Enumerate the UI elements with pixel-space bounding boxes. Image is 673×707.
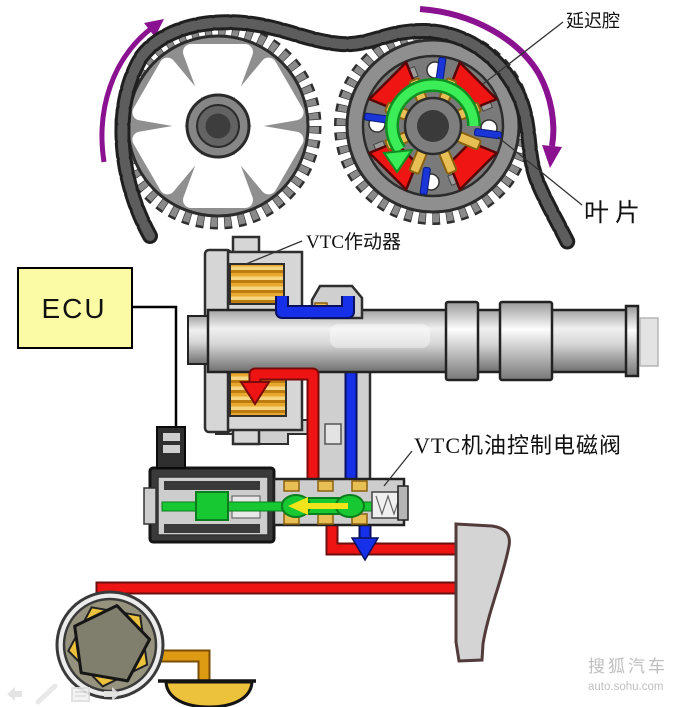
- crank-sprocket: [114, 22, 322, 230]
- cam-phaser-sprocket: [334, 27, 532, 225]
- sprocket-spoke-windows: [132, 44, 304, 208]
- cam-journal-bracket: [316, 360, 372, 486]
- vanes: [363, 56, 503, 196]
- oil-pump: [55, 590, 165, 700]
- pickup-pipe: [150, 651, 209, 682]
- cam-journal: [498, 300, 554, 382]
- menu-icon[interactable]: [71, 687, 90, 702]
- pen-tool-icon[interactable]: [35, 683, 58, 705]
- actuator-coil-top: [229, 263, 285, 305]
- delay-chamber-callout: 延迟腔: [482, 11, 620, 85]
- engine-block-gallery: [454, 522, 511, 663]
- advance-oil-passage: [277, 296, 353, 317]
- delay-oil-passage: [250, 369, 318, 484]
- vane-label: 叶片: [584, 199, 646, 227]
- pump-inner-rotor: [73, 604, 152, 683]
- oil-drain-arrow: [350, 537, 380, 562]
- crank-rotation-arrow: [99, 19, 164, 163]
- ecu-wire: [132, 305, 178, 430]
- cam-rotation-arrow: [419, 6, 562, 168]
- cam-journal: [444, 300, 480, 382]
- vtc-actuator-label: VTC作动器: [306, 231, 401, 253]
- oil-line-valve-to-gallery: [327, 520, 458, 554]
- presenter-controls: [7, 683, 120, 705]
- delay-chamber-label: 延迟腔: [566, 11, 620, 31]
- oil-pickup: [150, 649, 256, 707]
- next-slide-icon[interactable]: [104, 687, 120, 701]
- watermark-site: auto.sohu.com: [588, 681, 663, 693]
- solenoid-plunger: [195, 491, 229, 521]
- watermark-brand: 搜狐汽车: [588, 657, 668, 676]
- camshaft: [187, 300, 659, 382]
- oil-strainer: [164, 680, 254, 707]
- vtc-solenoid-label: VTC机油控制电磁阀: [414, 433, 622, 458]
- solenoid-connector: [156, 426, 186, 469]
- prev-slide-icon[interactable]: [7, 687, 22, 701]
- vane-callout: 叶片: [497, 136, 646, 227]
- vtc-solenoid-valve: [143, 426, 409, 544]
- watermark: 搜狐汽车 auto.sohu.com: [588, 657, 668, 693]
- ecu-label: ECU: [41, 293, 106, 324]
- vtc-actuator-callout: VTC作动器: [245, 231, 401, 265]
- oil-flow-arrow-down: [239, 381, 271, 406]
- timing-chain: [114, 14, 576, 251]
- vtc-solenoid-callout: VTC机油控制电磁阀: [383, 433, 622, 487]
- ecu-box: ECU: [17, 267, 133, 349]
- vtc-actuator-assembly: [187, 235, 659, 486]
- advance-direction-arrow: [382, 77, 481, 174]
- spool-direction-arrow: [288, 497, 308, 515]
